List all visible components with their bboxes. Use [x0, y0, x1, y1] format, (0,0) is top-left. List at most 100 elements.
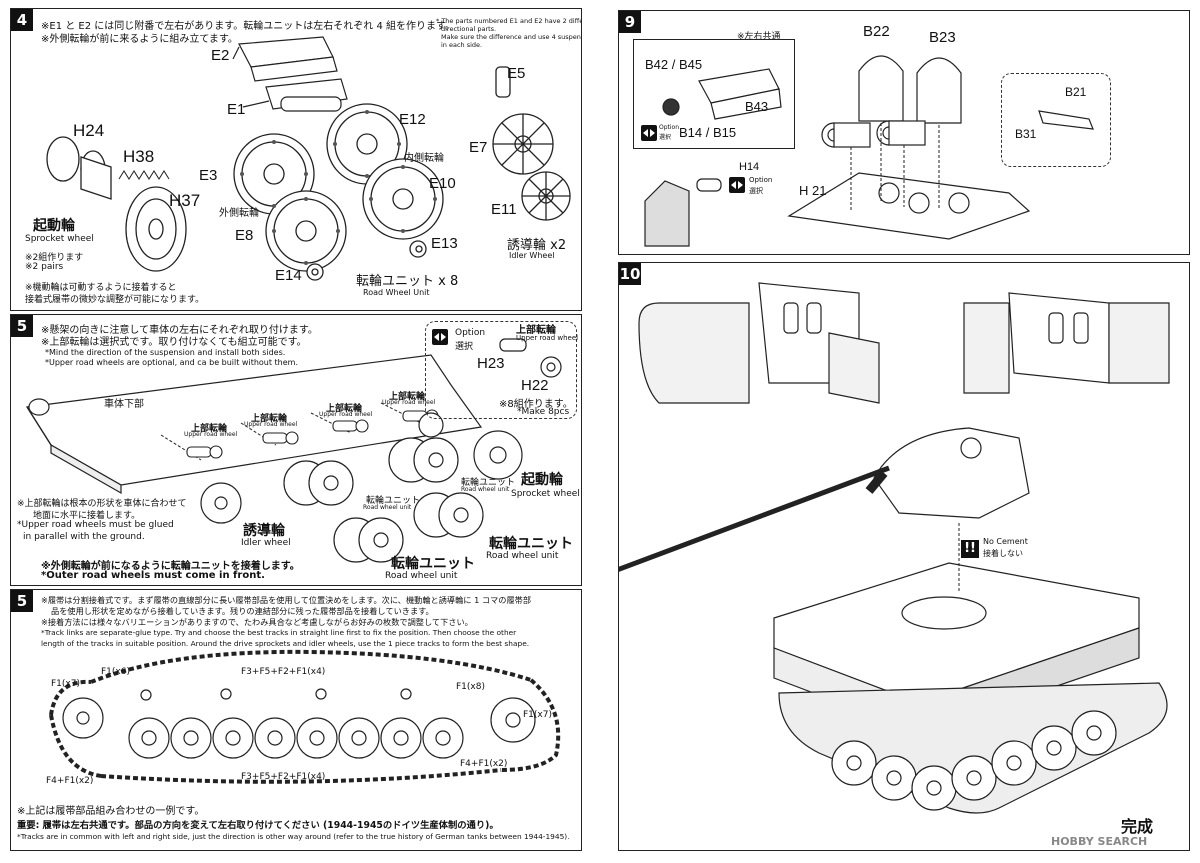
upper-wheel-en-2: Upper road wheel: [244, 421, 298, 428]
step10-illustration: [619, 282, 1170, 814]
idler-wheel-en: Idler Wheel: [509, 251, 555, 260]
step-5-tracks-panel: 5 ※履帯は分割接着式です。まず履帯の直線部分に長い履帯部品を使用して位置決めを…: [10, 589, 582, 851]
upper-wheel-jp-option: 上部転輪: [516, 325, 556, 336]
road-wheel-unit-small-jp: 転輪ユニット: [461, 478, 516, 488]
upper-wheel-label-1: 上部転輪: [191, 424, 228, 434]
part-label-e5: E5: [507, 65, 526, 82]
watermark: HOBBY SEARCH: [1051, 835, 1148, 848]
step4-footnote-1: ※機動輪は可動するように接着すると: [25, 283, 177, 293]
road-wheel-unit-jp-2: 転輪ユニット: [391, 556, 475, 572]
part-label-h24: H24: [73, 121, 105, 140]
idler-wheel-jp-5: 誘導輪: [243, 523, 285, 539]
track-label-6: F4+F1(x2): [460, 759, 508, 769]
option-en: Option: [455, 328, 486, 338]
road-wheel-unit-small-jp-2: 転輪ユニット: [366, 496, 421, 506]
part-label-h38: H38: [123, 147, 155, 166]
track-label-3: F1(x8): [456, 682, 485, 692]
part-label-e11: E11: [491, 201, 517, 218]
upper-wheel-label-4: 上部転輪: [389, 392, 426, 402]
track-important-en: *Tracks are in common with left and righ…: [17, 832, 570, 841]
step-number: 10: [619, 263, 641, 285]
step5a-illustration: [25, 338, 562, 563]
part-label-e3: E3: [199, 167, 218, 184]
step-5-suspension-panel: 5 ※懸架の向きに注意して車体の左右にそれぞれ取り付けます。 ※上部転輪は選択式…: [10, 314, 582, 586]
idler-wheel-en-5: Idler wheel: [241, 538, 291, 548]
road-wheel-unit-small-en: Road wheel unit: [461, 486, 510, 493]
glue-note-jp-1: ※上部転輪は根本の形状を車体に合わせて: [17, 499, 187, 509]
part-label-b22: B22: [863, 23, 890, 40]
step4-illustration: [46, 36, 571, 281]
pairs-jp: ※2組作ります: [25, 253, 84, 263]
upper-wheel-en-4: Upper road wheel: [382, 399, 436, 406]
no-cement-en: No Cement: [983, 537, 1028, 546]
step9-illustration: [644, 55, 1094, 247]
step5a-note-jp-2: ※上部転輪は選択式です。取り付けなくても組立可能です。: [41, 337, 307, 348]
track-note-jp-1: ※履帯は分割接着式です。まず履帯の直線部分に長い履帯部品を使用して位置決めをしま…: [41, 595, 532, 605]
inner-wheel-label: 内側転輪: [404, 153, 444, 164]
sprocket-wheel-en: Sprocket wheel: [25, 234, 94, 244]
step-number: 4: [11, 9, 33, 31]
upper-wheel-en-option: Upper road wheel: [516, 334, 579, 342]
track-note-jp-3: ※接着方法には様々なバリエーションがありますので、たわみ具合など考慮しながらお好…: [41, 617, 473, 627]
part-label-e13: E13: [431, 235, 458, 252]
idler-wheel-jp: 誘導輪 x2: [507, 238, 567, 253]
road-wheel-unit-en-2: Road wheel unit: [385, 571, 458, 581]
track-note-en-2: length of the tracks in suitable positio…: [41, 639, 530, 648]
detail-box: [633, 39, 795, 149]
part-label-e10: E10: [429, 175, 456, 192]
road-wheel-unit-en-1: Road wheel unit: [486, 551, 559, 561]
step4-note-en-1: * The parts numbered E1 and E2 have 2 di…: [436, 17, 582, 25]
make-8-jp: ※8組作ります。: [499, 399, 573, 410]
step4-note-en-3: Make sure the difference and use 4 suspe…: [441, 33, 581, 41]
road-wheel-unit-jp-1: 転輪ユニット: [489, 536, 573, 552]
part-label-b42-b45: B42 / B45: [645, 57, 703, 72]
option-detail-box: [1001, 73, 1111, 167]
make-8-en: *Make 8pcs: [517, 407, 570, 417]
part-label-e1: E1: [227, 101, 246, 118]
track-example-note: ※上記は履帯部品組み合わせの一例です。: [17, 806, 205, 817]
sprocket-wheel-jp: 起動輪: [33, 218, 75, 234]
step-4-panel: 4 ※E1 と E2 には同じ附番で左右があります。転輪ユニットは左右それぞれ …: [10, 8, 582, 311]
step4-footnote-2: 接着式履帯の微妙な調整が可能になります。: [25, 295, 205, 305]
upper-wheel-label-3: 上部転輪: [326, 404, 363, 414]
step-number: 5: [11, 590, 33, 612]
track-label-8: F4+F1(x2): [46, 776, 94, 786]
part-label-b43: B43: [745, 99, 769, 114]
option-en-h14: Option: [749, 176, 773, 184]
complete-label: 完成: [1121, 817, 1154, 836]
step5b-illustration: [49, 649, 561, 784]
step4-note-en-2: directional parts.: [441, 25, 497, 33]
step4-note-en-4: in each side.: [441, 41, 483, 49]
part-label-b14-b15: B14 / B15: [679, 125, 737, 140]
glue-note-jp-2: 地面に水平に接着します。: [33, 511, 141, 521]
part-label-e7: E7: [469, 139, 488, 156]
part-label-e2: E2: [211, 47, 230, 64]
part-label-h23: H23: [477, 355, 505, 372]
sprocket-wheel-en-5: Sprocket wheel: [511, 489, 580, 499]
glue-note-en-2: in parallel with the ground.: [23, 532, 145, 542]
track-label-7: F3+F5+F2+F1(x4): [241, 772, 326, 782]
option-box: [425, 321, 577, 419]
option-jp-b14: 選択: [659, 134, 672, 141]
track-note-en-1: *Track links are separate-glue type. Try…: [41, 628, 517, 637]
upper-wheel-en-1: Upper road wheel: [184, 431, 238, 438]
upper-wheel-en-3: Upper road wheel: [319, 411, 373, 418]
part-label-h22: H22: [521, 377, 549, 394]
track-label-2: F3+F5+F2+F1(x4): [241, 667, 326, 677]
track-label-1: F1(x6): [101, 667, 130, 677]
option-en-b14: Option: [659, 124, 680, 131]
sprocket-wheel-jp-5: 起動輪: [521, 472, 563, 488]
track-label-4: F1(x7): [51, 679, 80, 689]
road-wheel-unit-jp: 転輪ユニット x 8: [356, 274, 459, 289]
track-label-5: F1(x7): [523, 710, 552, 720]
track-important-jp: 重要: 履帯は左右共通です。部品の方向を変えて左右取り付けてください (1944…: [17, 820, 499, 831]
no-cement-icon: !!: [961, 540, 979, 558]
option-icon: [432, 329, 448, 345]
option-icon-h14: [729, 177, 745, 193]
part-label-h21: H 21: [799, 183, 827, 198]
glue-note-en-1: *Upper road wheels must be glued: [17, 520, 174, 530]
road-wheel-unit-en: Road Wheel Unit: [363, 288, 430, 297]
step4-note-jp-2: ※外側転輪が前に来るように組み立てます。: [41, 34, 238, 45]
road-wheel-unit-small-en-2: Road wheel unit: [363, 504, 412, 511]
step5a-note-en-2: *Upper road wheels are optional, and ca …: [45, 358, 299, 367]
